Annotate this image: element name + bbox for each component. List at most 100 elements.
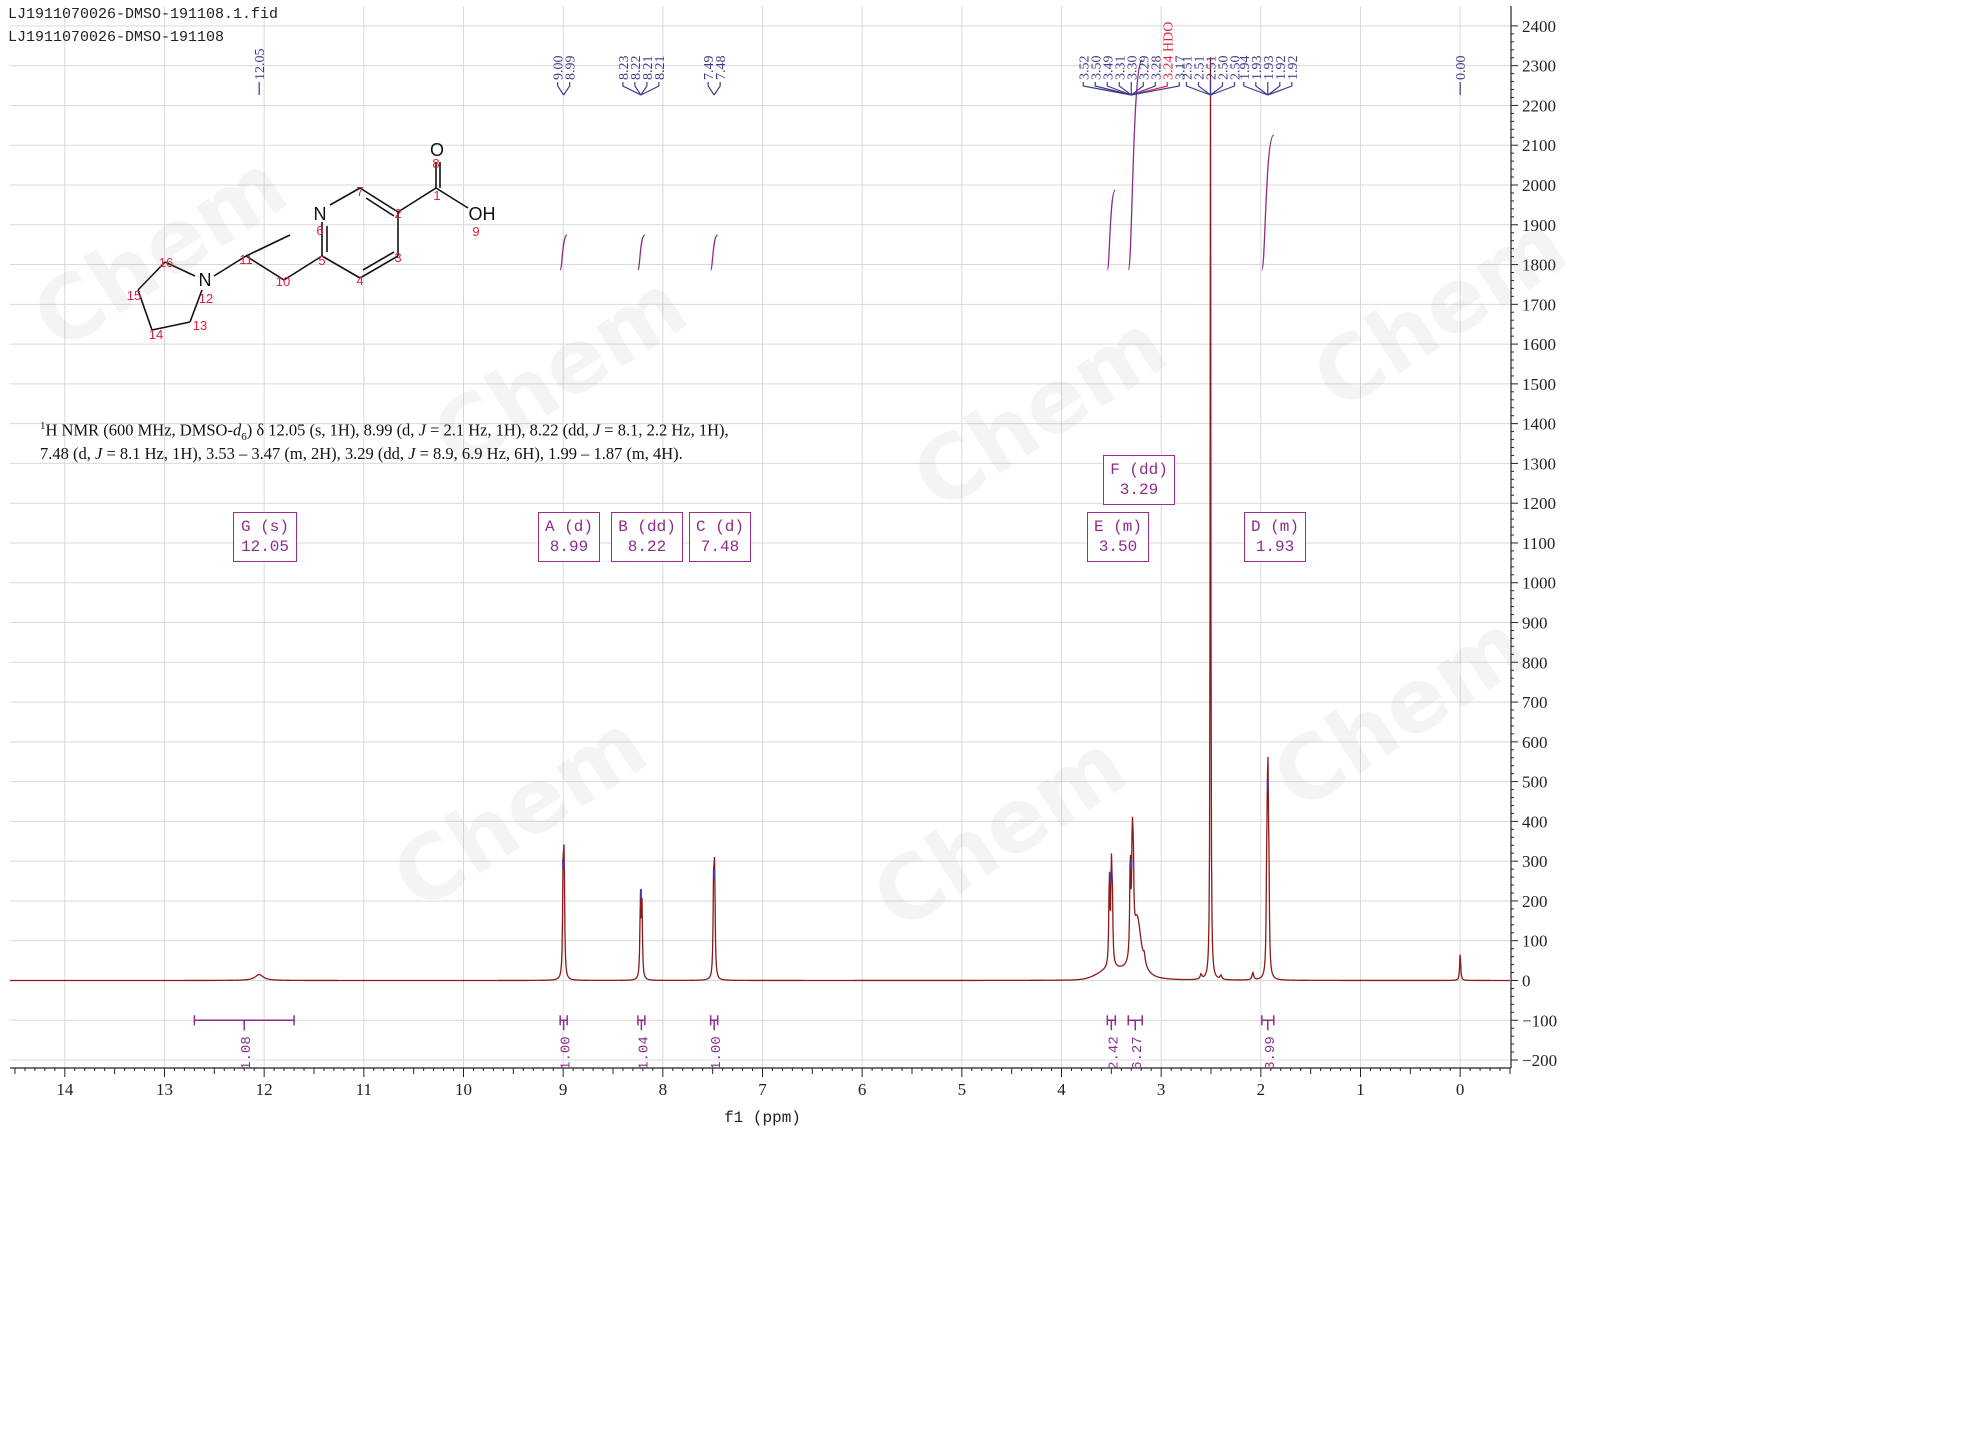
peak-label-leader [1131, 82, 1156, 96]
peak-label: 3.28 [1149, 56, 1164, 81]
molecule-bond [213, 255, 247, 277]
peak-label: 1.93 [1250, 56, 1265, 81]
peak-label: 8.99 [564, 56, 579, 81]
atom-number: 12 [199, 291, 213, 306]
integral-value: 6.27 [1130, 1036, 1146, 1070]
spectrum-trace [10, 57, 1510, 982]
y-tick-label: 2300 [1522, 57, 1556, 76]
file-name-line1: LJ1911070026-DMSO-191108.1.fid [8, 6, 279, 23]
atom-number: 1 [433, 188, 440, 203]
x-tick-label: 7 [758, 1080, 767, 1099]
peak-label-leader [1185, 82, 1211, 96]
multiplet-box-g: G (s)12.05 [233, 512, 297, 562]
y-tick-label: 200 [1522, 892, 1548, 911]
integral-value: 2.42 [1106, 1036, 1122, 1070]
peak-label: 8.23 [617, 56, 632, 81]
integral-curves: 1.08 1.00 1.04 1.00 2.42 6.27 3.99 [193, 59, 1279, 1070]
molecule-bond [245, 255, 285, 281]
file-name-line2: LJ1911070026-DMSO-191108 [8, 29, 225, 46]
multiplet-box-c: C (d)7.48 [689, 512, 751, 562]
peak-label: 3.30 [1125, 56, 1140, 81]
integral-curve [1127, 59, 1143, 271]
peak-label-leader [557, 82, 565, 96]
peak-label-leader [640, 82, 648, 96]
y-tick-label: 400 [1522, 812, 1548, 831]
y-tick-label: −200 [1522, 1051, 1557, 1070]
nmr-description-line2: 7.48 (d, J = 8.1 Hz, 1H), 3.53 – 3.47 (m… [40, 444, 683, 463]
peak-label: 3.52 [1077, 56, 1092, 81]
y-tick-label: 1100 [1522, 534, 1555, 553]
atom-number: 11 [239, 252, 253, 267]
peak-label-leader [1255, 82, 1269, 96]
peak-label: 1.92 [1274, 56, 1289, 81]
y-tick-label: 900 [1522, 614, 1548, 633]
integral-curve [1106, 189, 1116, 271]
integral-value: 1.00 [709, 1036, 725, 1070]
multiplet-box-b: B (dd)8.22 [611, 512, 683, 562]
peak-label: 7.49 [702, 56, 717, 81]
peak-label-leader [1210, 82, 1236, 96]
peak-label-leader [640, 82, 660, 96]
peak-label-leader [1118, 82, 1132, 96]
integral-curve [637, 234, 646, 271]
y-tick-label: 0 [1522, 971, 1531, 990]
y-tick-label: −100 [1522, 1011, 1557, 1030]
x-tick-label: 10 [455, 1080, 472, 1099]
y-tick-label: 1300 [1522, 454, 1556, 473]
multiplet-box-f: F (dd)3.29 [1103, 455, 1175, 505]
y-tick-label: 600 [1522, 733, 1548, 752]
y-tick-label: 1500 [1522, 375, 1556, 394]
peak-label: 2.51 [1180, 56, 1195, 81]
atom-number: 7 [356, 184, 363, 199]
molecule-bond [365, 197, 395, 217]
molecule-bond [137, 261, 166, 291]
y-tick-label: 1700 [1522, 295, 1556, 314]
y-tick-label: 300 [1522, 852, 1548, 871]
integral-value: 1.00 [559, 1036, 575, 1070]
y-tick-label: 2000 [1522, 176, 1556, 195]
peak-label: 7.48 [714, 56, 729, 81]
y-tick-label: 2200 [1522, 96, 1556, 115]
x-tick-label: 5 [958, 1080, 967, 1099]
molecule-bond [359, 255, 399, 279]
y-tick-label: 100 [1522, 932, 1548, 951]
nmr-description-line1: 1H NMR (600 MHz, DMSO-d6) δ 12.05 (s, 1H… [40, 420, 729, 443]
peak-label: 8.22 [629, 56, 644, 81]
molecule-bond [137, 289, 153, 331]
x-tick-label: 4 [1057, 1080, 1066, 1099]
molecule-bond [283, 255, 323, 281]
x-tick-label: 9 [559, 1080, 568, 1099]
peak-label: 1.94 [1238, 56, 1253, 81]
x-tick-label: 2 [1257, 1080, 1266, 1099]
integral-value: 3.99 [1263, 1036, 1279, 1070]
peak-label: 3.24 HDO [1161, 22, 1176, 80]
peak-label-leader [1210, 82, 1224, 96]
peak-label-leader [1131, 82, 1168, 96]
molecule-bond [321, 255, 361, 279]
peak-label: 3.49 [1101, 56, 1116, 81]
integral-curve [559, 234, 568, 271]
spectrum-line [10, 57, 1510, 982]
integral-curve [710, 234, 719, 271]
peak-label-leader [1267, 82, 1293, 96]
peak-label: 8.21 [641, 56, 656, 81]
peak-label: 8.21 [653, 56, 668, 81]
x-tick-label: 1 [1356, 1080, 1365, 1099]
x-tick-label: 12 [256, 1080, 273, 1099]
y-tick-label: 500 [1522, 773, 1548, 792]
molecule-bond [245, 234, 291, 257]
integral-value: 1.08 [239, 1036, 255, 1070]
y-axis: −200−10001002003004005006007008009001000… [1511, 17, 1557, 1070]
peak-label: 9.00 [552, 56, 567, 81]
peak-label: 2.51 [1192, 56, 1207, 81]
y-tick-label: 2400 [1522, 17, 1556, 36]
integral-value: 1.04 [636, 1036, 652, 1070]
peak-label-leader [1094, 82, 1132, 96]
molecule-bond [359, 187, 399, 213]
peak-label-leader [1131, 82, 1180, 96]
atom-number: 5 [318, 253, 325, 268]
peak-label: 3.29 [1137, 56, 1152, 81]
